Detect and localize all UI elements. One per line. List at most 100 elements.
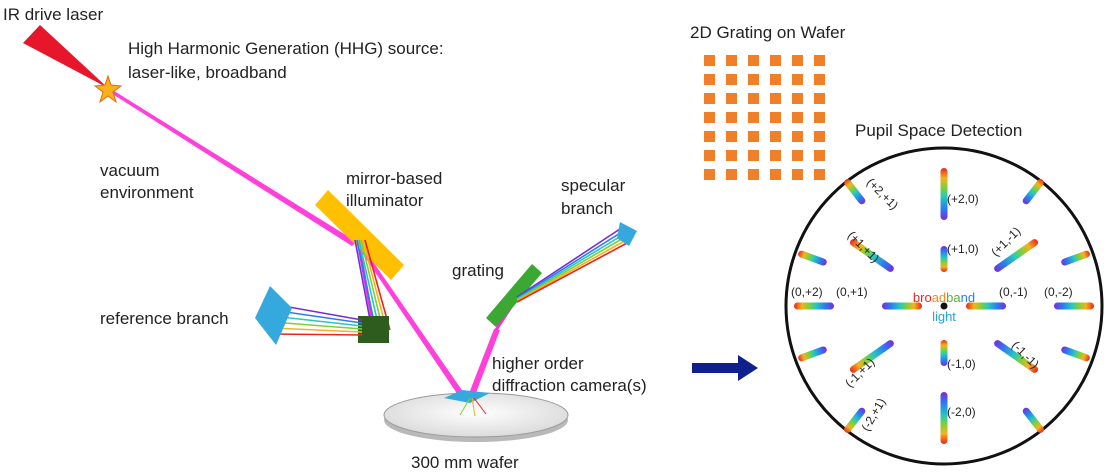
- grating-square: [770, 131, 781, 142]
- wafer-spot-rays: [459, 397, 487, 417]
- grating-square: [792, 112, 803, 123]
- grating-square: [770, 150, 781, 161]
- center-label-broadband: broadband: [913, 290, 975, 305]
- order-label-m1-p1: (-1,+1): [842, 355, 877, 390]
- label-ir-drive-laser: IR drive laser: [3, 5, 103, 24]
- hhg-source-star-icon: [93, 74, 123, 104]
- grating-square: [792, 74, 803, 85]
- grating-square: [814, 74, 825, 85]
- grating-square: [814, 131, 825, 142]
- pupil-streak: [1061, 250, 1090, 266]
- order-label-0-p2: (0,+2): [791, 285, 823, 299]
- label-wafer: 300 mm wafer: [411, 453, 519, 472]
- pupil-center-dot: [940, 302, 948, 310]
- grating-square: [770, 93, 781, 104]
- grating-square: [814, 169, 825, 180]
- pupil-streak: [994, 239, 1039, 272]
- grating-square: [814, 112, 825, 123]
- label-grating: grating: [452, 261, 504, 280]
- pupil-streak: [798, 346, 827, 362]
- label-hhg-line1: High Harmonic Generation (HHG) source:: [128, 39, 444, 58]
- grating-square: [726, 169, 737, 180]
- grating-square: [792, 55, 803, 66]
- label-specular-line2: branch: [561, 199, 613, 218]
- grating-square: [704, 131, 715, 142]
- pupil-title: Pupil Space Detection: [855, 121, 1022, 140]
- grating-square: [704, 150, 715, 161]
- grating-square: [726, 131, 737, 142]
- grating-panel-title: 2D Grating on Wafer: [690, 23, 846, 42]
- reference-branch-rays: [271, 303, 363, 336]
- pupil-circle: [784, 146, 1104, 466]
- label-camera-line1: higher order: [492, 354, 584, 373]
- specular-detector: [617, 222, 637, 246]
- order-label-m1-0: (-1,0): [947, 357, 976, 371]
- pupil-streak: [849, 239, 894, 272]
- pupil-streaks: [794, 168, 1094, 444]
- grating-square: [704, 93, 715, 104]
- reference-diffraction-block: [358, 316, 389, 343]
- grating-square: [814, 150, 825, 161]
- pupil-streak: [940, 340, 948, 366]
- label-mirror-line2: illuminator: [346, 191, 424, 210]
- label-hhg-line2: laser-like, broadband: [128, 63, 287, 82]
- grating-square: [748, 131, 759, 142]
- pupil-streak: [882, 302, 922, 310]
- grating-square: [704, 55, 715, 66]
- pupil-streak: [794, 302, 834, 310]
- pupil-streak: [1061, 346, 1090, 362]
- grating-square: [726, 112, 737, 123]
- transition-arrow-icon: [692, 355, 758, 381]
- grating-square: [726, 74, 737, 85]
- pupil-streak: [844, 407, 866, 433]
- pupil-streak: [940, 246, 948, 272]
- grating-square: [726, 150, 737, 161]
- reference-detector: [255, 286, 292, 345]
- label-mirror-line1: mirror-based: [346, 169, 442, 188]
- reference-rays: [354, 239, 391, 331]
- order-label-p2-0: (+2,0): [947, 192, 979, 206]
- wafer-grating-spot: [444, 390, 490, 403]
- grating-square: [814, 93, 825, 104]
- grating-square: [704, 112, 715, 123]
- pupil-streak: [1022, 179, 1044, 205]
- pupil-streak: [940, 392, 948, 444]
- grating-square: [748, 93, 759, 104]
- specular-rays: [516, 226, 630, 303]
- label-camera-line2: diffraction camera(s): [492, 376, 647, 395]
- pupil-streak: [966, 302, 1006, 310]
- hhg-beam: [103, 88, 519, 398]
- order-label-0-m1: (0,-1): [999, 285, 1028, 299]
- grating-square: [748, 169, 759, 180]
- grating-square: [792, 150, 803, 161]
- order-label-p2-p1: (+2,+1): [864, 175, 901, 212]
- grating-square: [704, 169, 715, 180]
- grating-square: [748, 55, 759, 66]
- grating-square: [770, 55, 781, 66]
- pupil-streak: [1022, 407, 1044, 433]
- center-label-light: light: [932, 309, 956, 324]
- grating-square: [792, 169, 803, 180]
- label-specular-line1: specular: [561, 176, 626, 195]
- order-label-p1-0: (+1,0): [947, 242, 979, 256]
- pupil-streak: [844, 179, 866, 205]
- pupil-streak: [940, 168, 948, 220]
- pupil-streak: [994, 340, 1039, 373]
- grating-square: [814, 55, 825, 66]
- grating-square: [770, 112, 781, 123]
- grating-square: [726, 55, 737, 66]
- label-vacuum-line2: environment: [100, 183, 194, 202]
- label-reference-branch: reference branch: [100, 309, 229, 328]
- label-vacuum-line1: vacuum: [100, 161, 160, 180]
- mirror-illuminator: [315, 190, 404, 280]
- wafer: [383, 392, 569, 442]
- grating-square: [770, 74, 781, 85]
- grating-square: [748, 112, 759, 123]
- grating-square: [704, 74, 715, 85]
- grating-square: [748, 74, 759, 85]
- order-label-p1-p1: (+1,+1): [845, 228, 882, 265]
- grating-square: [726, 93, 737, 104]
- grating-square: [748, 150, 759, 161]
- grating-element: [486, 264, 542, 327]
